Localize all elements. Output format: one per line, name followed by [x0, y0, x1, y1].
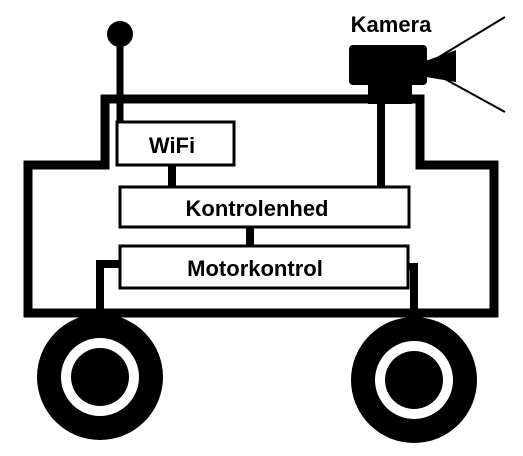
camera-view-line-top [433, 16, 506, 61]
wifi-label: WiFi [149, 133, 195, 158]
left-motor-wire [96, 260, 122, 318]
wifi-box [115, 120, 236, 167]
motor-control-box [118, 244, 410, 290]
chassis-outline [23, 94, 499, 318]
camera-view-line-bottom [433, 72, 506, 113]
right-wheel [351, 317, 477, 443]
left-wheel [37, 314, 163, 440]
camera-mount [368, 82, 412, 104]
camera-lens [420, 50, 456, 82]
antenna-tip [107, 21, 133, 47]
right-wheel-hub [385, 351, 443, 409]
control-unit-label: Kontrolenhed [186, 196, 329, 221]
camera-label: Kamera [351, 12, 432, 37]
camera-body [349, 45, 427, 85]
motor-control-label: Motorkontrol [187, 256, 323, 281]
left-wheel-hub [71, 348, 129, 406]
control-unit-box [118, 185, 411, 229]
